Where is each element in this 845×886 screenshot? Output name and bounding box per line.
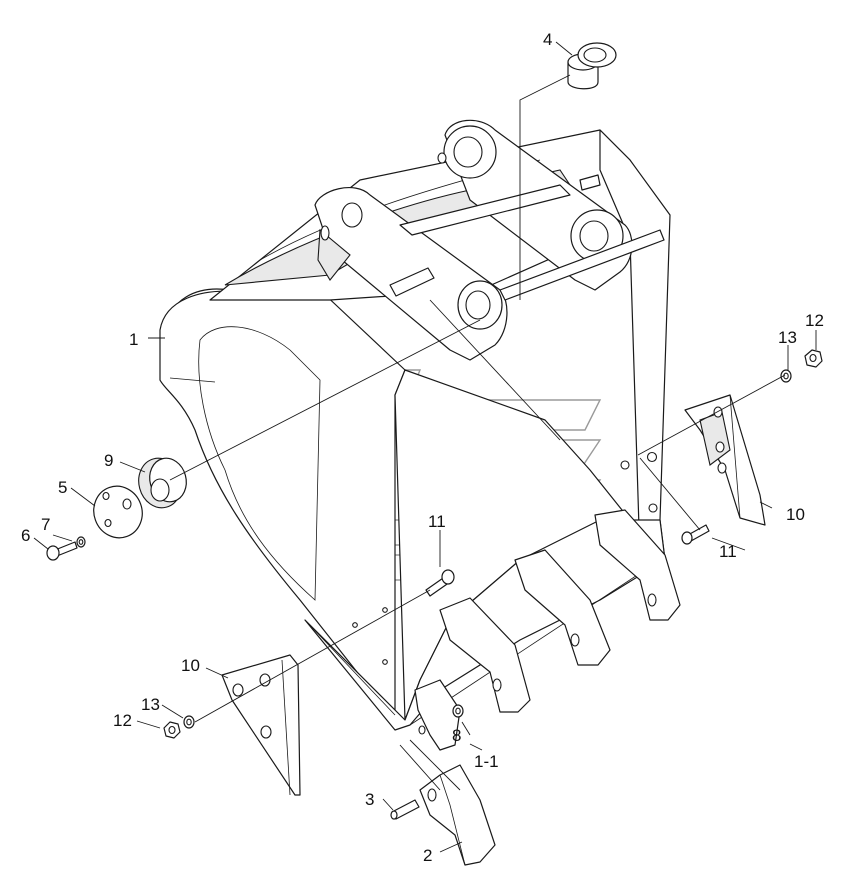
- part-13-washer-right: [780, 369, 792, 383]
- assembly-lines: [169, 74, 786, 791]
- part-7-washer: [76, 536, 86, 548]
- callout-6: 6: [21, 526, 30, 545]
- callout-labels: 1 4 5 7 6 9 10 10 11 11 12 12 13 13 3 2 …: [21, 30, 824, 865]
- callout-5: 5: [58, 478, 67, 497]
- part-5-plate: [93, 485, 143, 539]
- part-3-pin: [390, 799, 420, 820]
- callout-leaders: [33, 41, 817, 853]
- part-6-bolt: [46, 541, 78, 561]
- callout-1-1: 1-1: [474, 752, 499, 771]
- callout-1: 1: [129, 330, 138, 349]
- callout-11-right: 11: [719, 542, 737, 561]
- callout-12-right: 12: [805, 311, 824, 330]
- part-11-bolt-center: [425, 569, 455, 597]
- part-2-tooth: [419, 764, 496, 866]
- callout-4: 4: [543, 30, 552, 49]
- pin-bosses: [314, 119, 665, 361]
- part-13-washer-left: [183, 715, 195, 729]
- part-9-ring: [138, 457, 187, 509]
- callout-2: 2: [423, 846, 432, 865]
- part-8-washer: [452, 704, 464, 718]
- part-10-cutter-right: [684, 394, 766, 526]
- callout-11-center: 11: [428, 512, 446, 531]
- part-10-cutter-left: [221, 654, 301, 796]
- teeth-row: [414, 509, 681, 751]
- callout-13-left: 13: [141, 695, 160, 714]
- callout-9: 9: [104, 451, 113, 470]
- part-11-bolt-right: [681, 524, 710, 545]
- callout-10-right: 10: [786, 505, 805, 524]
- callout-8: 8: [452, 726, 461, 745]
- callout-7: 7: [41, 515, 50, 534]
- callout-3: 3: [365, 790, 374, 809]
- callout-12-left: 12: [113, 711, 132, 730]
- part-4-bushing: [567, 42, 617, 90]
- callout-10-left: 10: [181, 656, 200, 675]
- part-12-nut-left: [163, 721, 181, 739]
- part-12-nut-right: [804, 349, 823, 368]
- callout-13-right: 13: [778, 328, 797, 347]
